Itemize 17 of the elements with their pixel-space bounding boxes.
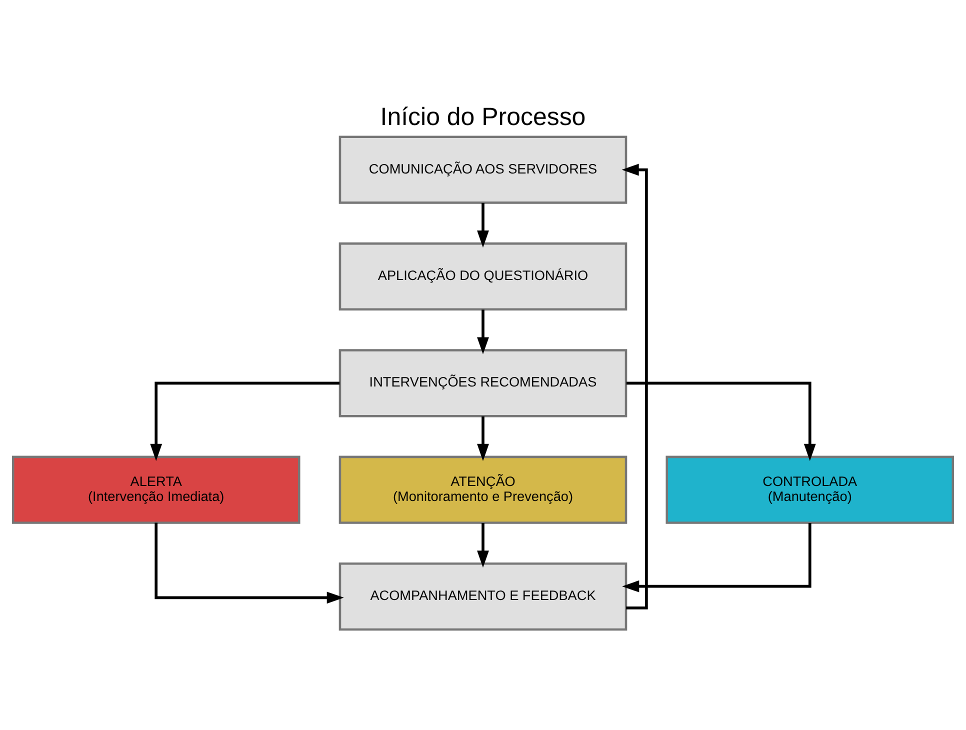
node-box: COMUNICAÇÃO AOS SERVIDORES: [338, 136, 628, 204]
arrow: [477, 202, 489, 248]
arrow: [622, 164, 648, 610]
node-box: ATENÇÃO (Monitoramento e Prevenção): [338, 456, 628, 524]
arrow: [477, 523, 489, 568]
node-box: ALERTA (Intervenção Imediata): [12, 456, 300, 524]
node-box: CONTROLADA (Manutenção): [666, 456, 954, 524]
arrow: [154, 522, 344, 604]
arrow: [150, 382, 340, 461]
arrow: [622, 523, 812, 592]
arrow: [477, 310, 489, 354]
node-box: ACOMPANHAMENTO E FEEDBACK: [338, 562, 628, 631]
node-box: INTERVENÇÕES RECOMENDADAS: [338, 349, 628, 418]
diagram-title: Início do Processo: [380, 103, 586, 132]
node-box: APLICAÇÃO DO QUESTIONÁRIO: [338, 242, 628, 311]
arrow: [626, 382, 816, 461]
arrow: [477, 416, 489, 461]
